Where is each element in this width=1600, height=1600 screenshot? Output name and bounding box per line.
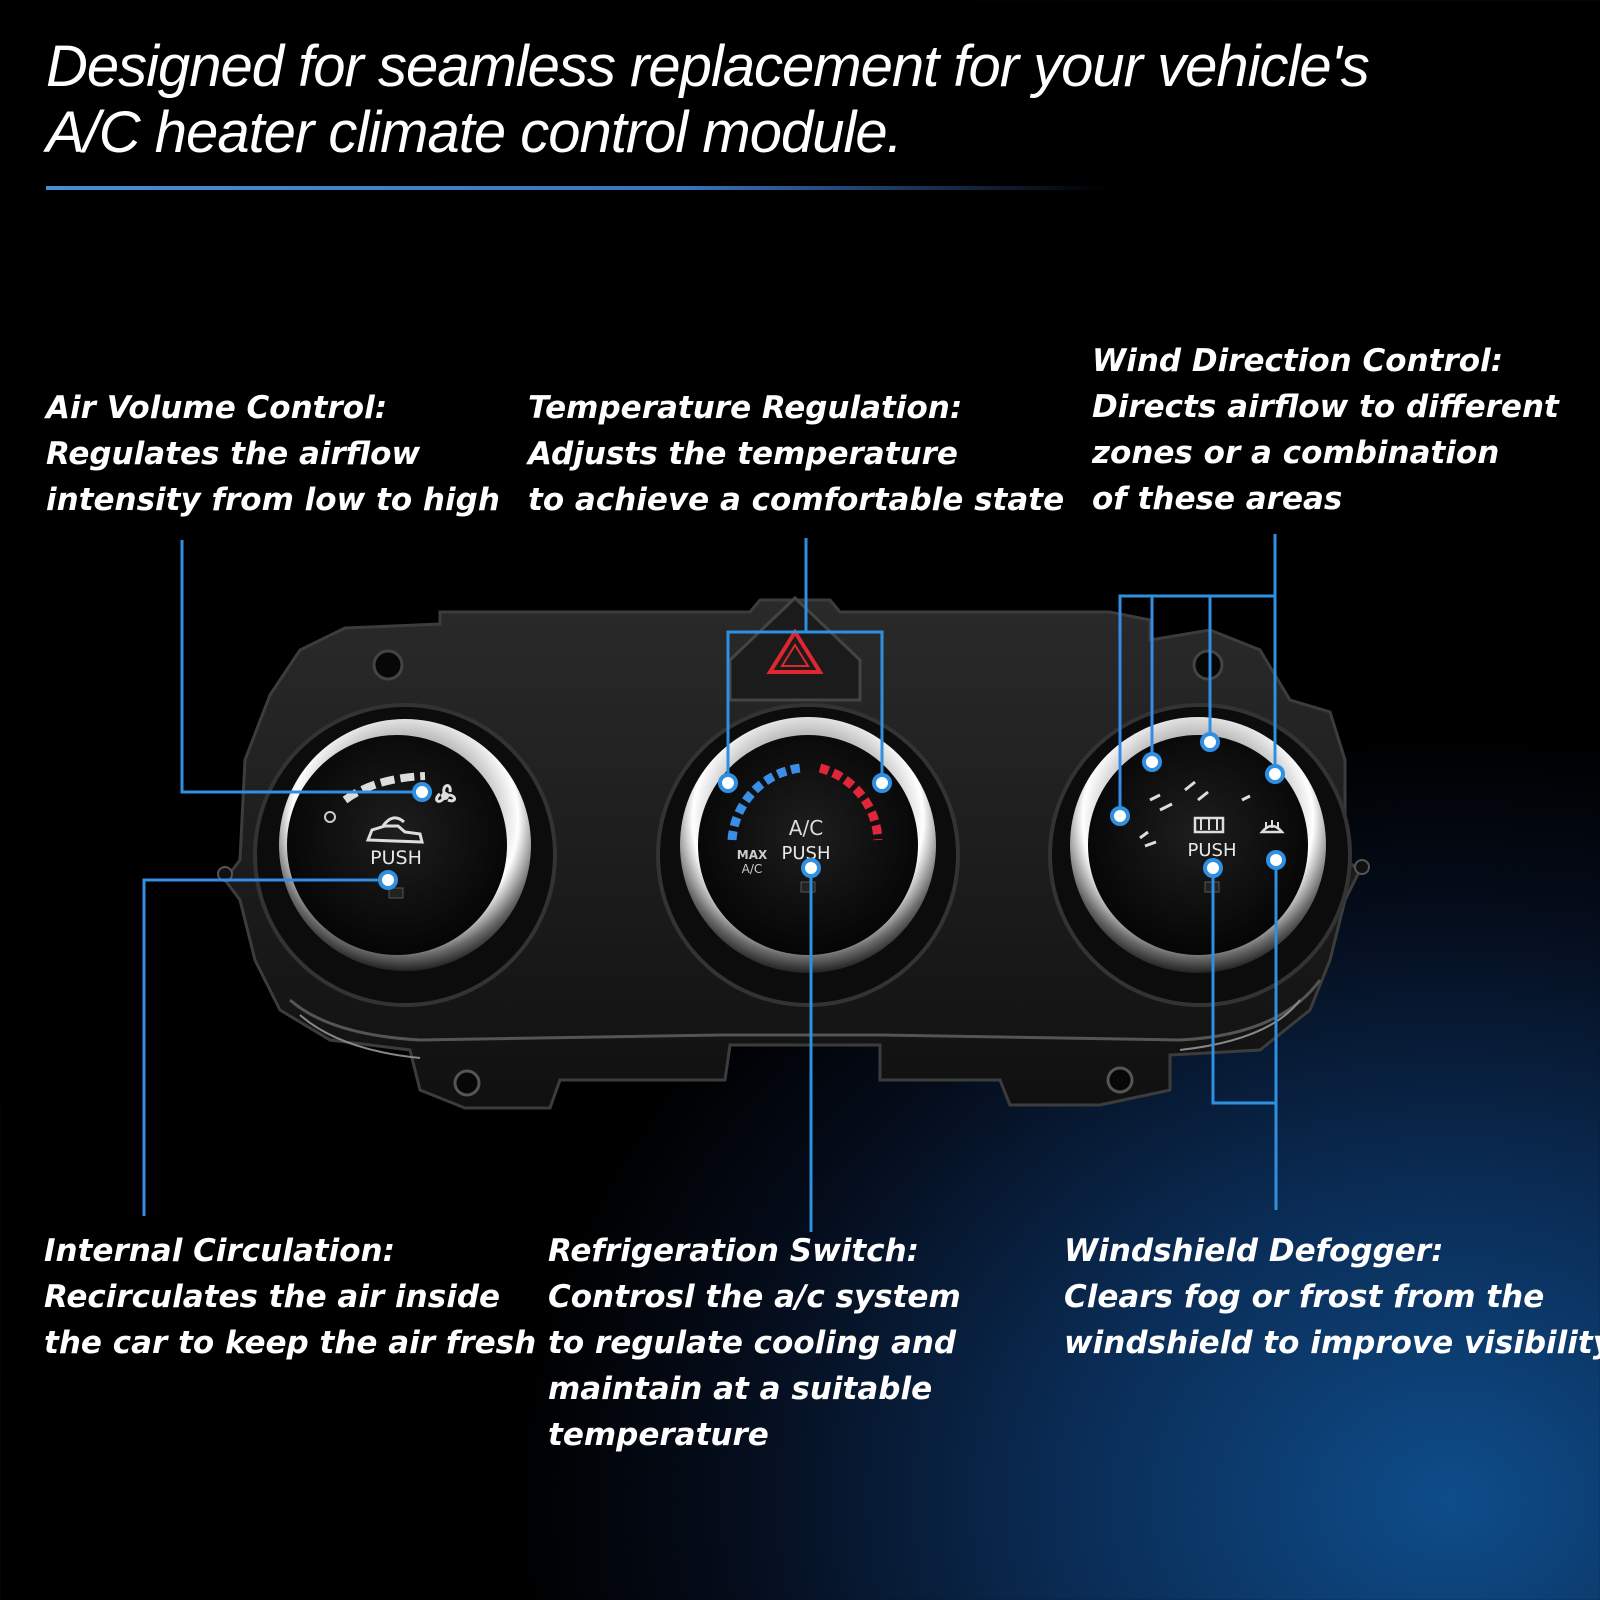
defogger-line2: windshield to improve visibility xyxy=(1064,1325,1600,1361)
refrigeration-callout: Refrigeration Switch: Controsl the a/c s… xyxy=(548,1228,961,1458)
headline-line1: Designed for seamless replacement for yo… xyxy=(46,34,1370,99)
max-ac-label-line1: MAX xyxy=(737,848,768,862)
fan-knob-push-label: PUSH xyxy=(370,847,422,869)
temperature-line2: to achieve a comfortable state xyxy=(528,482,1065,518)
mounting-holes xyxy=(217,649,1370,1097)
defogger-line1: Clears fog or frost from the xyxy=(1064,1279,1545,1315)
mode-knob[interactable]: PUSH xyxy=(1048,703,1352,1007)
air-volume-title: Air Volume Control: xyxy=(46,390,388,426)
temperature-knob[interactable]: A/C PUSH MAX A/C xyxy=(656,703,960,1007)
fan-speed-knob[interactable]: PUSH xyxy=(253,703,557,1007)
wind-direction-line3: of these areas xyxy=(1092,481,1343,517)
windshield-defrost-icon xyxy=(1259,820,1285,834)
internal-circulation-title: Internal Circulation: xyxy=(44,1233,396,1269)
callout-dots xyxy=(378,732,1286,890)
wind-direction-callout: Wind Direction Control: Directs airflow … xyxy=(1092,338,1559,522)
refrigeration-line4: temperature xyxy=(548,1417,769,1453)
defogger-title: Windshield Defogger: xyxy=(1064,1233,1444,1269)
refrigeration-title: Refrigeration Switch: xyxy=(548,1233,920,1269)
hazard-triangle-icon xyxy=(766,628,824,674)
temperature-line1: Adjusts the temperature xyxy=(528,436,958,472)
wind-direction-line2: zones or a combination xyxy=(1092,435,1500,471)
refrigeration-line2: to regulate cooling and xyxy=(548,1325,957,1361)
ac-label: A/C xyxy=(789,816,823,840)
rear-defrost-icon xyxy=(1193,816,1225,834)
defogger-callout: Windshield Defogger: Clears fog or frost… xyxy=(1064,1228,1600,1366)
air-volume-line1: Regulates the airflow xyxy=(46,436,421,472)
callout-lines xyxy=(142,534,1278,1232)
recirculation-car-icon xyxy=(365,816,424,844)
airflow-mode-icons xyxy=(1139,780,1251,848)
air-volume-callout: Air Volume Control: Regulates the airflo… xyxy=(46,385,500,523)
wind-direction-title: Wind Direction Control: xyxy=(1092,343,1504,379)
fan-icon xyxy=(435,784,456,803)
headline-underline xyxy=(46,186,1106,190)
air-volume-line2: intensity from low to high xyxy=(46,482,500,518)
ac-push-label: PUSH xyxy=(782,843,831,864)
refrigeration-line3: maintain at a suitable xyxy=(548,1371,933,1407)
internal-circulation-callout: Internal Circulation: Recirculates the a… xyxy=(44,1228,536,1366)
hot-scale xyxy=(818,763,883,841)
mode-push-label: PUSH xyxy=(1188,840,1237,861)
temperature-callout: Temperature Regulation: Adjusts the temp… xyxy=(528,385,1064,523)
internal-circulation-line1: Recirculates the air inside xyxy=(44,1279,501,1315)
temperature-title: Temperature Regulation: xyxy=(528,390,963,426)
refrigeration-line1: Controsl the a/c system xyxy=(548,1279,961,1315)
hazard-button[interactable] xyxy=(728,595,862,702)
internal-circulation-line2: the car to keep the air fresh xyxy=(44,1325,537,1361)
headline-line2: A/C heater climate control module. xyxy=(46,100,903,165)
headline: Designed for seamless replacement for yo… xyxy=(46,34,1446,166)
wind-direction-line1: Directs airflow to different xyxy=(1092,389,1559,425)
max-ac-label-line2: A/C xyxy=(742,862,763,876)
